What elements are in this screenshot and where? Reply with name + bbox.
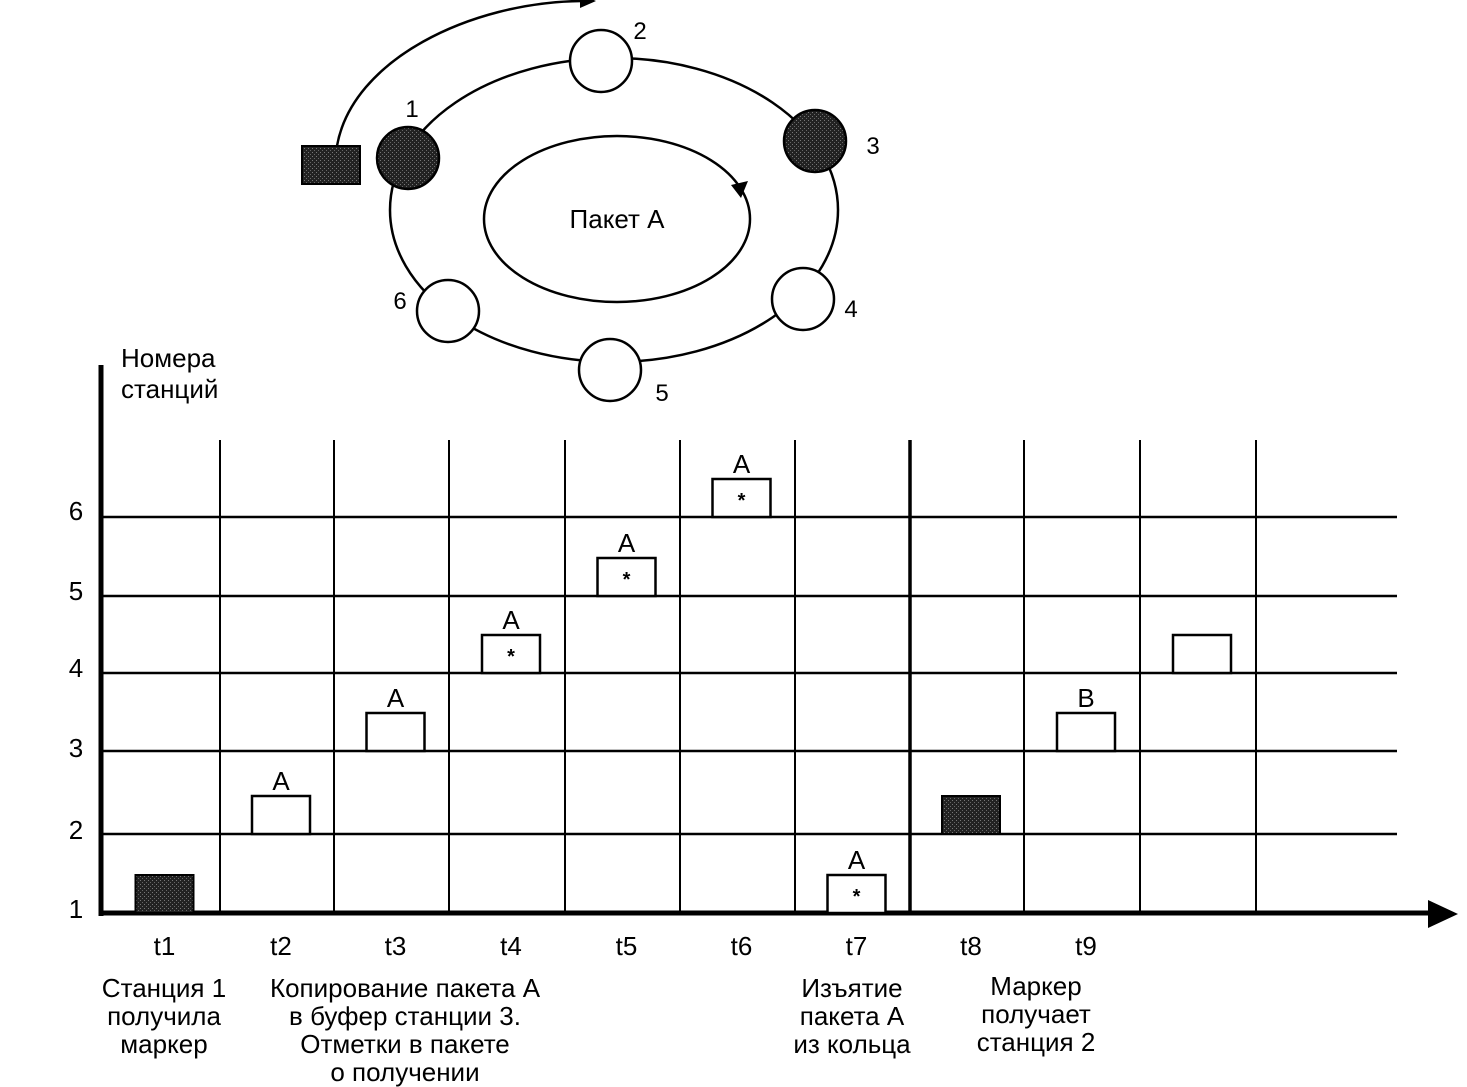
time-tick-label: t5 [616, 931, 638, 961]
station-tick-labels: 1 2 3 4 5 6 [69, 496, 83, 924]
time-tick-label: t4 [500, 931, 522, 961]
time-tick-label: t2 [270, 931, 292, 961]
packet-label: B [1077, 683, 1094, 713]
packet-label: A [733, 449, 751, 479]
packet-frame [596, 556, 657, 598]
timing-grid [101, 440, 1397, 913]
ring-station-label: 3 [866, 133, 879, 160]
time-tick-label: t8 [960, 931, 982, 961]
ring-station-label: 2 [633, 18, 646, 45]
ring-station-2 [568, 28, 634, 94]
packet-frame [1055, 711, 1117, 753]
x-axis-arrowhead-icon [1428, 900, 1458, 928]
time-tick-labels: t1 t2 t3 t4 t5 t6 t7 t8 t9 [154, 931, 1097, 961]
token-pass-arc [335, 0, 583, 147]
receipt-mark: * [738, 490, 746, 512]
packet-label: A [618, 528, 636, 558]
receipt-mark: * [853, 886, 861, 908]
ring-station-label: 1 [405, 96, 418, 123]
ring-station-5 [577, 337, 643, 403]
ring-station-3 [782, 108, 848, 174]
time-tick-label: t1 [154, 931, 176, 961]
station-tick-label: 4 [69, 653, 83, 683]
station-tick-label: 1 [69, 894, 83, 924]
time-tick-label: t7 [846, 931, 868, 961]
station-tick-label: 3 [69, 733, 83, 763]
ring-station-label: 4 [844, 296, 857, 323]
packet-label: A [272, 766, 290, 796]
time-tick-label: t9 [1075, 931, 1097, 961]
frames: A A A * A * A * A * B [134, 449, 1233, 915]
ring-topology: Пакет А 1 2 3 4 5 6 [301, 0, 880, 407]
packet-frame [1171, 633, 1233, 675]
ring-center-label: Пакет А [570, 204, 666, 234]
station-tick-label: 5 [69, 576, 83, 606]
time-tick-label: t3 [385, 931, 407, 961]
caption-t2-t4: Копирование пакета А в буфер станции 3. … [269, 973, 541, 1087]
token-pass-arrowhead-icon [580, 0, 596, 8]
packet-label: A [848, 845, 866, 875]
packet-frame [711, 477, 772, 519]
packet-label: A [502, 605, 520, 635]
timing-chart: Номера станций 1 2 3 4 5 6 t1 t2 t3 t4 t5 t6 t7 t8 t9… [69, 343, 1458, 961]
packet-frame [250, 794, 312, 836]
packet-frame [480, 633, 542, 675]
packet-frame [826, 873, 887, 915]
token-frame [941, 795, 1001, 835]
circulation-arrowhead-icon [731, 181, 748, 198]
station-tick-label: 2 [69, 815, 83, 845]
time-tick-label: t6 [731, 931, 753, 961]
receipt-mark: * [623, 569, 631, 591]
ring-station-6 [415, 278, 481, 344]
ring-station-label: 5 [655, 380, 668, 407]
ring-station-label: 6 [393, 288, 406, 315]
packet-circulation-loop [482, 134, 752, 304]
packet-label: A [387, 683, 405, 713]
caption-t1: Станция 1 получила маркер [101, 973, 227, 1059]
caption-t8-t9: Маркер получает станция 2 [976, 971, 1096, 1057]
ring-station-4 [770, 266, 836, 332]
station-tick-label: 6 [69, 496, 83, 526]
ring-station-1 [375, 125, 441, 191]
token-icon [301, 145, 361, 185]
receipt-mark: * [507, 646, 515, 668]
token-frame [134, 874, 195, 914]
y-axis-title: Номера станций [121, 343, 223, 404]
packet-frame [365, 711, 426, 753]
caption-t7: Изъятие пакета А из кольца [793, 973, 911, 1059]
